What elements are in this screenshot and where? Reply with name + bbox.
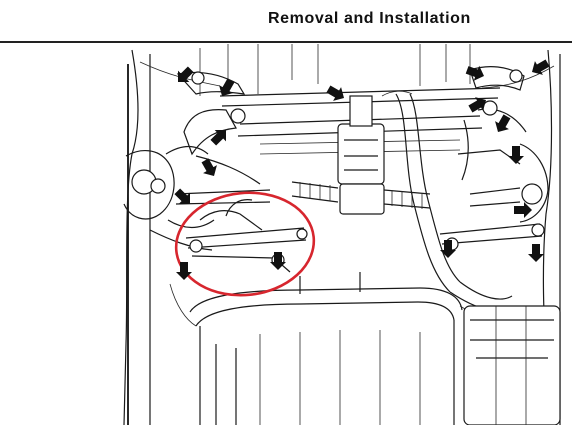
arrow-icon (270, 252, 286, 270)
center-gearbox (291, 95, 431, 215)
arrow-icon (201, 158, 217, 176)
right-hub (439, 143, 549, 251)
arrow-icon (176, 262, 192, 280)
arrow-icon (528, 244, 544, 262)
arrow-icon (210, 130, 226, 146)
callout-arrows (174, 59, 550, 280)
arrow-icon (219, 78, 235, 96)
page-title: Removal and Installation (268, 10, 471, 27)
arrow-icon (465, 65, 484, 81)
oil-pan (169, 272, 489, 425)
arrow-icon (514, 202, 532, 218)
header-rule (0, 41, 572, 43)
highlight-ellipse (174, 191, 316, 297)
arrow-icon (174, 188, 190, 204)
suspension-illustration (123, 44, 561, 425)
arrow-icon (495, 114, 511, 132)
left-hub (123, 145, 271, 251)
exhaust-pipe (381, 90, 513, 312)
arrow-icon (508, 146, 524, 164)
arrow-icon (326, 85, 344, 101)
arrow-icon (468, 97, 486, 113)
right-upper-arm (461, 66, 527, 181)
arrow-icon (532, 59, 550, 75)
arrow-icon (440, 240, 456, 258)
left-lower-arm (185, 199, 308, 273)
arrow-icon (178, 66, 194, 82)
right-reservoir (463, 305, 561, 425)
left-upper-arm (176, 71, 261, 185)
